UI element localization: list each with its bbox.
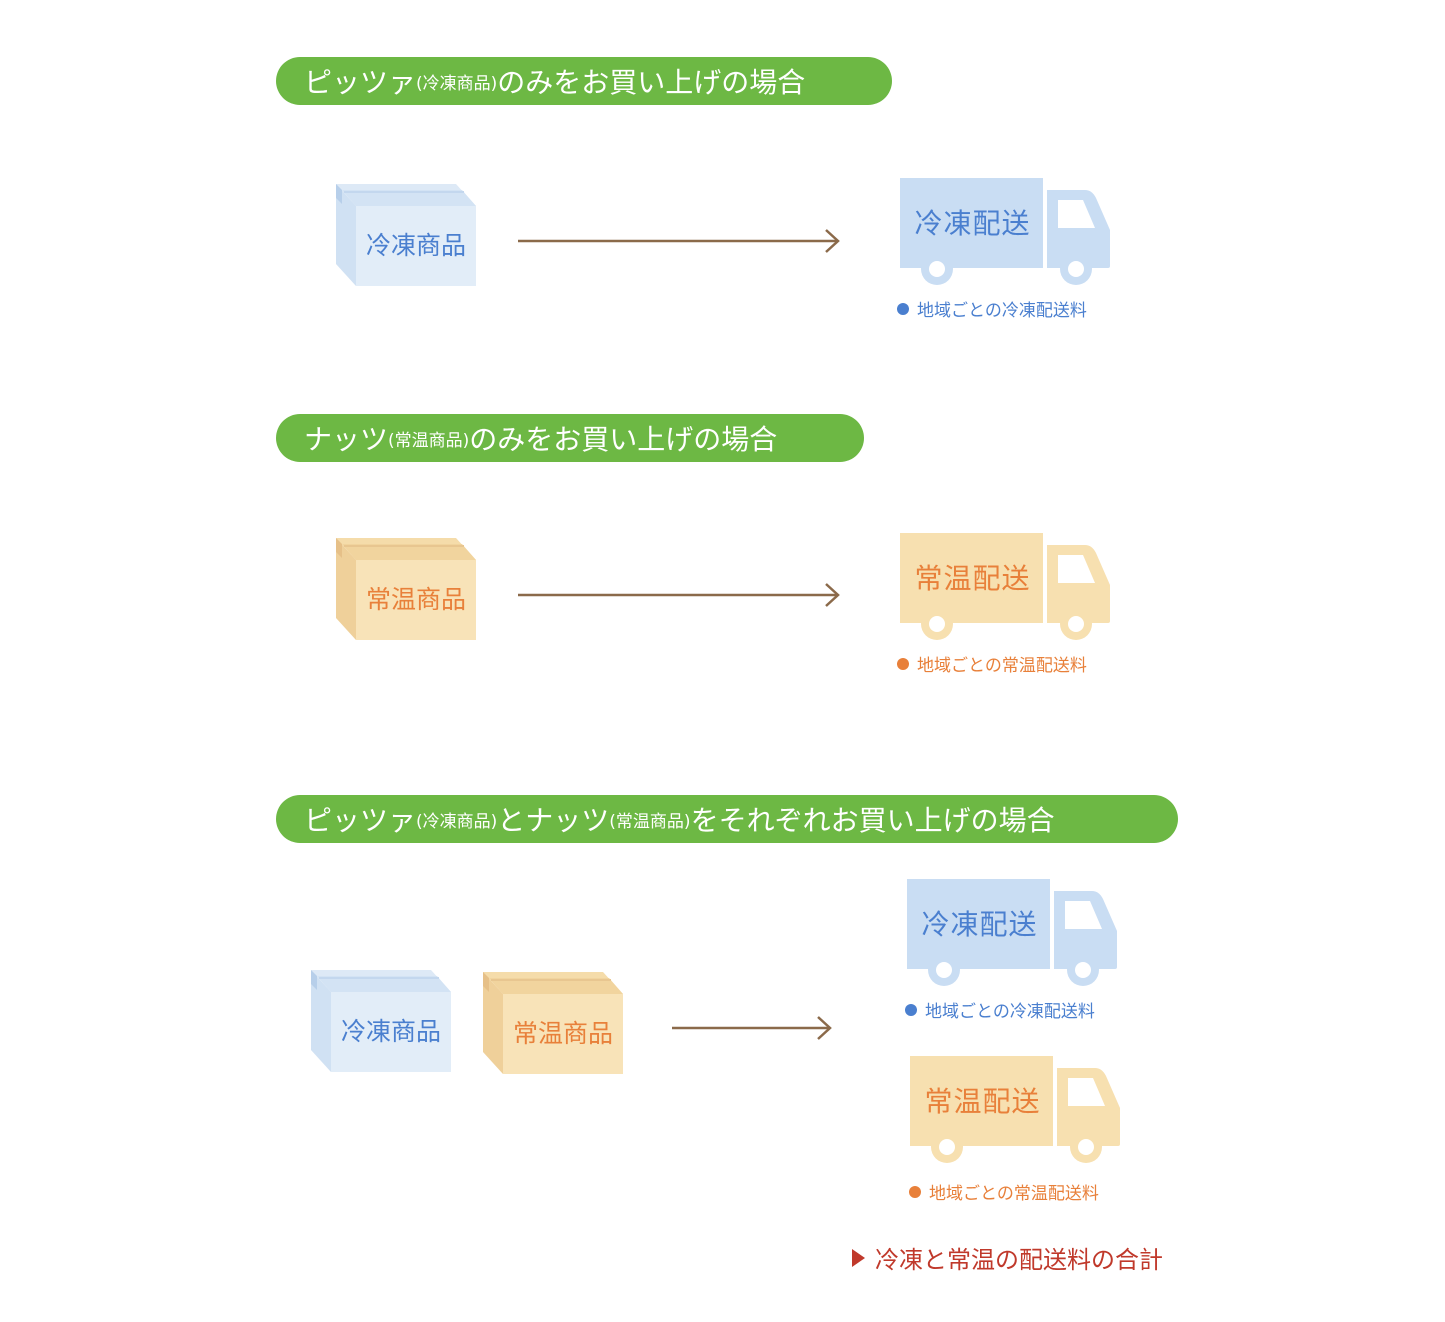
cardboard-box-icon [311,970,451,1072]
title-product: ナッツ [304,423,389,456]
ambient-truck: 常温配送 [900,533,1115,643]
frozen-box: 冷凍商品 [311,968,456,1073]
fee-label: 地域ごとの冷凍配送料 [917,301,1087,321]
ambient-truck: 常温配送 [910,1056,1125,1166]
cardboard-box-icon [336,538,476,640]
dot-bullet-icon [909,1185,921,1198]
truck-label: 冷凍配送 [914,207,1031,240]
title-product: ピッツァ [304,66,417,99]
fee-label: 地域ごとの常温配送料 [929,1184,1099,1204]
truck-label: 常温配送 [914,562,1031,595]
delivery-truck-icon [907,879,1117,986]
title-product-type: (冷凍商品) [416,73,498,94]
delivery-truck-icon [900,178,1110,285]
section-title-both: ピッツァ (冷凍商品) とナッツ (常温商品) をそれぞれお買い上げの場合 [276,795,1178,843]
box-label: 常温商品 [365,585,466,614]
title-rest: をそれぞれお買い上げの場合 [690,804,1055,837]
title-product-type-1: (冷凍商品) [416,811,498,832]
frozen-fee-note: 地域ごとの冷凍配送料 [897,296,1087,321]
ambient-fee-note: 地域ごとの常温配送料 [897,651,1087,676]
cardboard-box-icon [336,184,476,286]
delivery-truck-icon [910,1056,1120,1163]
frozen-fee-note: 地域ごとの冷凍配送料 [905,997,1095,1022]
section-title-ambient-only: ナッツ (常温商品) のみをお買い上げの場合 [276,414,864,462]
fee-label: 地域ごとの冷凍配送料 [925,1002,1095,1022]
delivery-truck-icon [900,533,1110,640]
right-arrow-icon [672,1016,832,1040]
right-arrow-icon [518,583,840,607]
title-product-type: (常温商品) [388,430,470,451]
frozen-box: 冷凍商品 [336,182,481,287]
section-title-frozen-only: ピッツァ (冷凍商品) のみをお買い上げの場合 [276,57,892,105]
title-product-type-2: (常温商品) [609,811,691,832]
ambient-box: 常温商品 [483,970,628,1075]
title-product-1: ピッツァ [304,804,417,837]
ambient-fee-note: 地域ごとの常温配送料 [909,1179,1099,1204]
frozen-truck: 冷凍配送 [900,178,1115,288]
total-fee-note: 冷凍と常温の配送料の合計 [852,1240,1163,1275]
frozen-truck: 冷凍配送 [907,879,1122,989]
ambient-box: 常温商品 [336,536,481,641]
right-arrow-icon [518,229,840,253]
cardboard-box-icon [483,972,623,1074]
dot-bullet-icon [905,1003,917,1016]
box-label: 常温商品 [512,1019,613,1048]
title-rest: のみをお買い上げの場合 [469,423,778,456]
truck-label: 常温配送 [924,1085,1041,1118]
truck-label: 冷凍配送 [921,908,1038,941]
dot-bullet-icon [897,302,909,315]
triangle-right-icon [852,1248,865,1267]
title-rest: のみをお買い上げの場合 [497,66,806,99]
total-label: 冷凍と常温の配送料の合計 [875,1246,1163,1274]
box-label: 冷凍商品 [365,231,466,260]
title-product-2: とナッツ [497,804,610,837]
dot-bullet-icon [897,657,909,670]
fee-label: 地域ごとの常温配送料 [917,656,1087,676]
box-label: 冷凍商品 [340,1017,441,1046]
